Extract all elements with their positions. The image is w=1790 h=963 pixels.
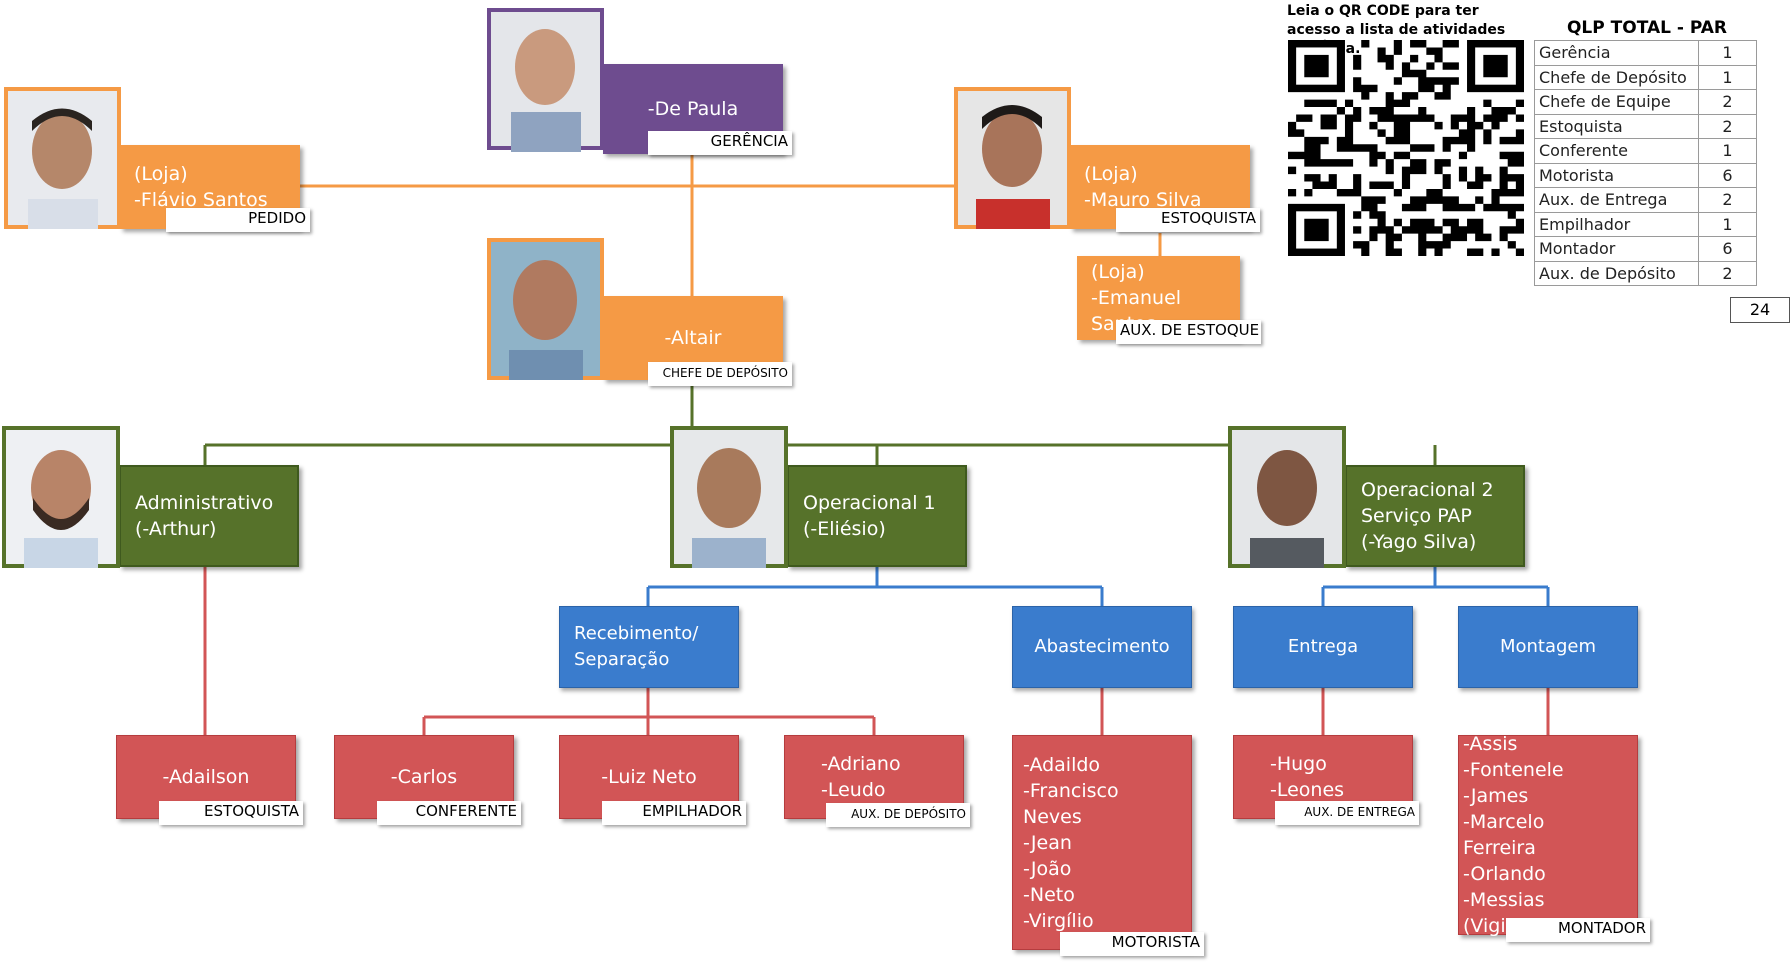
area-montagem-label: Montagem xyxy=(1499,636,1597,657)
qlp-count: 2 xyxy=(1698,89,1757,115)
qr-finder-pattern xyxy=(1467,40,1524,93)
chefe-deposito-name: -Altair xyxy=(664,327,722,349)
staff-adailson-role: ESTOQUISTA xyxy=(159,801,303,825)
estoquista-loja-role-tag: ESTOQUISTA xyxy=(1116,208,1260,232)
qr-code[interactable] xyxy=(1288,40,1524,256)
qr-finder-pattern xyxy=(1288,203,1345,256)
team-operacional1: Operacional 1 (-Eliésio) xyxy=(787,465,967,567)
operacional2-photo xyxy=(1228,426,1346,568)
qr-finder-pattern xyxy=(1288,40,1345,93)
qlp-count: 2 xyxy=(1698,113,1757,139)
gerencia-role-tag: GERÊNCIA xyxy=(648,131,792,155)
qlp-count: 1 xyxy=(1698,64,1757,90)
qlp-role: Empilhador xyxy=(1534,211,1699,237)
team-operacional2: Operacional 2 Serviço PAP (-Yago Silva) xyxy=(1345,465,1525,567)
staff-adailson-names: -Adailson xyxy=(162,766,250,788)
area-recebimento: Recebimento/ Separação xyxy=(559,606,739,688)
qlp-count: 6 xyxy=(1698,162,1757,188)
qlp-role: Chefe de Depósito xyxy=(1534,64,1699,90)
qlp-count: 2 xyxy=(1698,260,1757,286)
administrativo-photo xyxy=(2,426,120,568)
staff-luiz-role: EMPILHADOR xyxy=(602,801,746,825)
operacional1-photo xyxy=(670,426,788,568)
qlp-role: Conferente xyxy=(1534,138,1699,164)
qlp-title: QLP TOTAL - PAR xyxy=(1566,18,1727,38)
staff-adriano-role: AUX. DE DEPÓSITO xyxy=(826,803,970,827)
staff-aux-entrega-role: AUX. DE ENTREGA xyxy=(1275,801,1419,825)
qlp-count: 2 xyxy=(1698,187,1757,213)
qlp-count: 6 xyxy=(1698,236,1757,262)
qlp-role: Montador xyxy=(1534,236,1699,262)
pedido-photo xyxy=(4,87,121,229)
qlp-count: 1 xyxy=(1698,138,1757,164)
gerente-name: -De Paula xyxy=(647,98,739,120)
area-entrega-label: Entrega xyxy=(1287,636,1359,657)
staff-aux-entrega-names: -Hugo -Leones xyxy=(1270,753,1345,801)
team-operacional1-label: Operacional 1 (-Eliésio) xyxy=(803,492,936,540)
chefe-deposito-photo xyxy=(487,238,604,380)
estoquista-loja-name: (Loja) -Mauro Silva xyxy=(1084,163,1202,211)
qlp-role: Aux. de Depósito xyxy=(1534,260,1699,286)
staff-montadores: -Assis -Fontenele -James -Marcelo Ferrei… xyxy=(1458,733,1638,937)
qlp-role: Chefe de Equipe xyxy=(1534,89,1699,115)
staff-motoristas-role: MOTORISTA xyxy=(1060,932,1204,956)
team-administrativo: Administrativo (-Arthur) xyxy=(119,465,299,567)
team-operacional2-label: Operacional 2 Serviço PAP (-Yago Silva) xyxy=(1361,479,1494,553)
qlp-total: 24 xyxy=(1730,297,1790,323)
gerente-photo xyxy=(487,8,604,152)
staff-adriano-names: -Adriano -Leudo xyxy=(821,753,901,801)
area-abastecimento-label: Abastecimento xyxy=(1034,636,1170,657)
team-administrativo-label: Administrativo (-Arthur) xyxy=(135,492,274,540)
qlp-count: 1 xyxy=(1698,211,1757,237)
area-recebimento-label: Recebimento/ Separação xyxy=(574,623,699,670)
staff-montadores-role: MONTADOR xyxy=(1506,918,1650,942)
qlp-role: Aux. de Entrega xyxy=(1534,187,1699,213)
area-abastecimento: Abastecimento xyxy=(1012,606,1192,688)
pedido-name: (Loja) -Flávio Santos xyxy=(134,163,268,211)
aux-estoque-role-tag: AUX. DE ESTOQUE xyxy=(1116,320,1261,344)
area-montagem: Montagem xyxy=(1458,606,1638,688)
chefe-deposito-role-tag: CHEFE DE DEPÓSITO xyxy=(648,362,792,386)
qlp-role: Gerência xyxy=(1534,40,1699,66)
qlp-count: 1 xyxy=(1698,40,1757,66)
staff-montadores-names: -Assis -Fontenele -James -Marcelo Ferrei… xyxy=(1463,733,1564,937)
staff-luiz-names: -Luiz Neto xyxy=(601,766,697,788)
staff-motoristas-names: -Adaildo -Francisco Neves -Jean -João -N… xyxy=(1023,753,1119,932)
staff-motoristas: -Adaildo -Francisco Neves -Jean -João -N… xyxy=(1012,735,1192,950)
staff-carlos-role: CONFERENTE xyxy=(377,801,521,825)
area-entrega: Entrega xyxy=(1233,606,1413,688)
qlp-role: Motorista xyxy=(1534,162,1699,188)
estoquista-loja-photo xyxy=(954,87,1071,229)
staff-carlos-names: -Carlos xyxy=(390,766,458,788)
pedido-role-tag: PEDIDO xyxy=(166,208,310,232)
qlp-role: Estoquista xyxy=(1534,113,1699,139)
